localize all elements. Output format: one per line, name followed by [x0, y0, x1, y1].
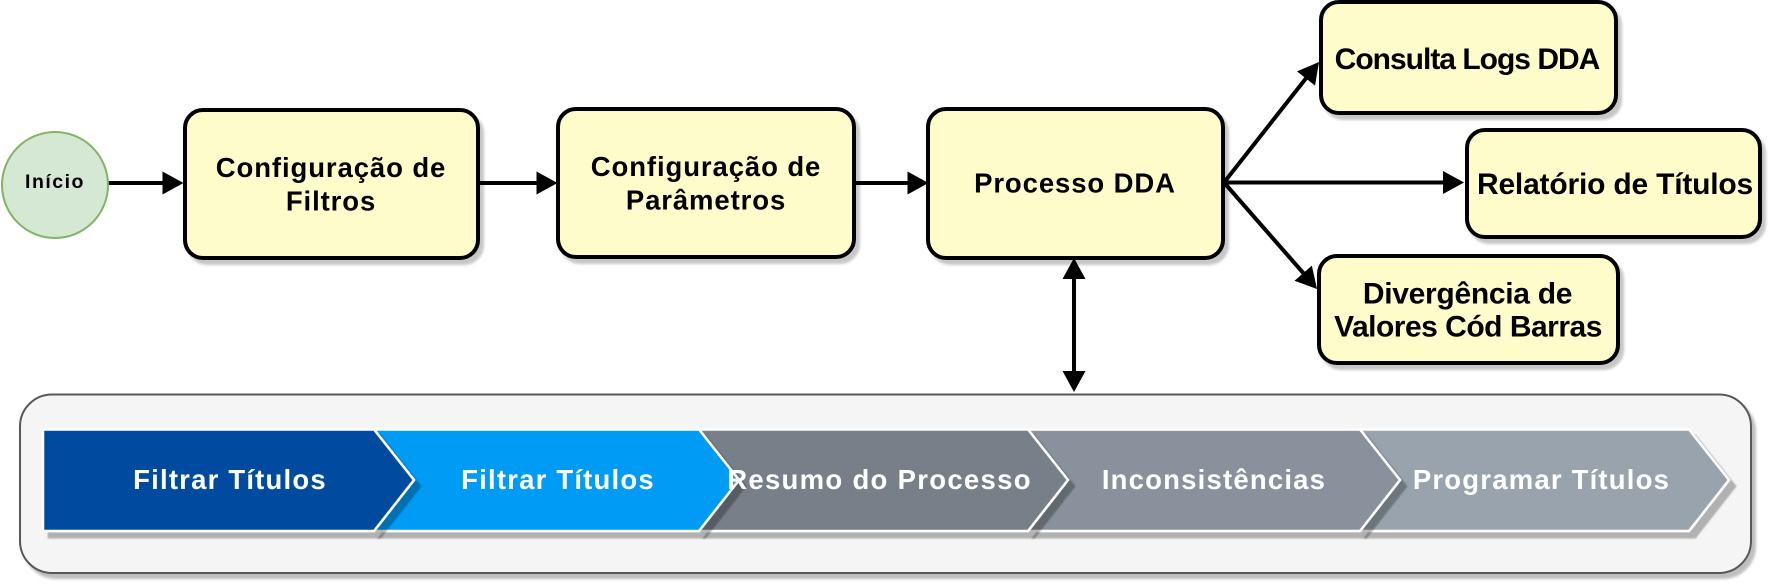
svg-text:Parâmetros: Parâmetros: [626, 185, 786, 216]
svg-text:Configuração de: Configuração de: [591, 151, 821, 182]
svg-text:Divergência de: Divergência de: [1363, 278, 1572, 311]
svg-text:Valores Cód Barras: Valores Cód Barras: [1334, 311, 1602, 344]
svg-text:Filtrar Títulos: Filtrar Títulos: [461, 464, 655, 495]
svg-text:Configuração de: Configuração de: [216, 152, 446, 183]
svg-text:Resumo do Processo: Resumo do Processo: [727, 464, 1032, 495]
svg-text:Programar Títulos: Programar Títulos: [1413, 464, 1670, 495]
svg-text:Início: Início: [25, 171, 85, 193]
svg-text:Filtrar Títulos: Filtrar Títulos: [133, 464, 327, 495]
svg-text:Relatório de Títulos: Relatório de Títulos: [1477, 168, 1753, 201]
svg-text:Filtros: Filtros: [286, 186, 376, 217]
svg-text:Consulta Logs DDA: Consulta Logs DDA: [1335, 43, 1600, 76]
svg-text:Inconsistências: Inconsistências: [1102, 464, 1326, 495]
svg-text:Processo DDA: Processo DDA: [974, 168, 1176, 199]
